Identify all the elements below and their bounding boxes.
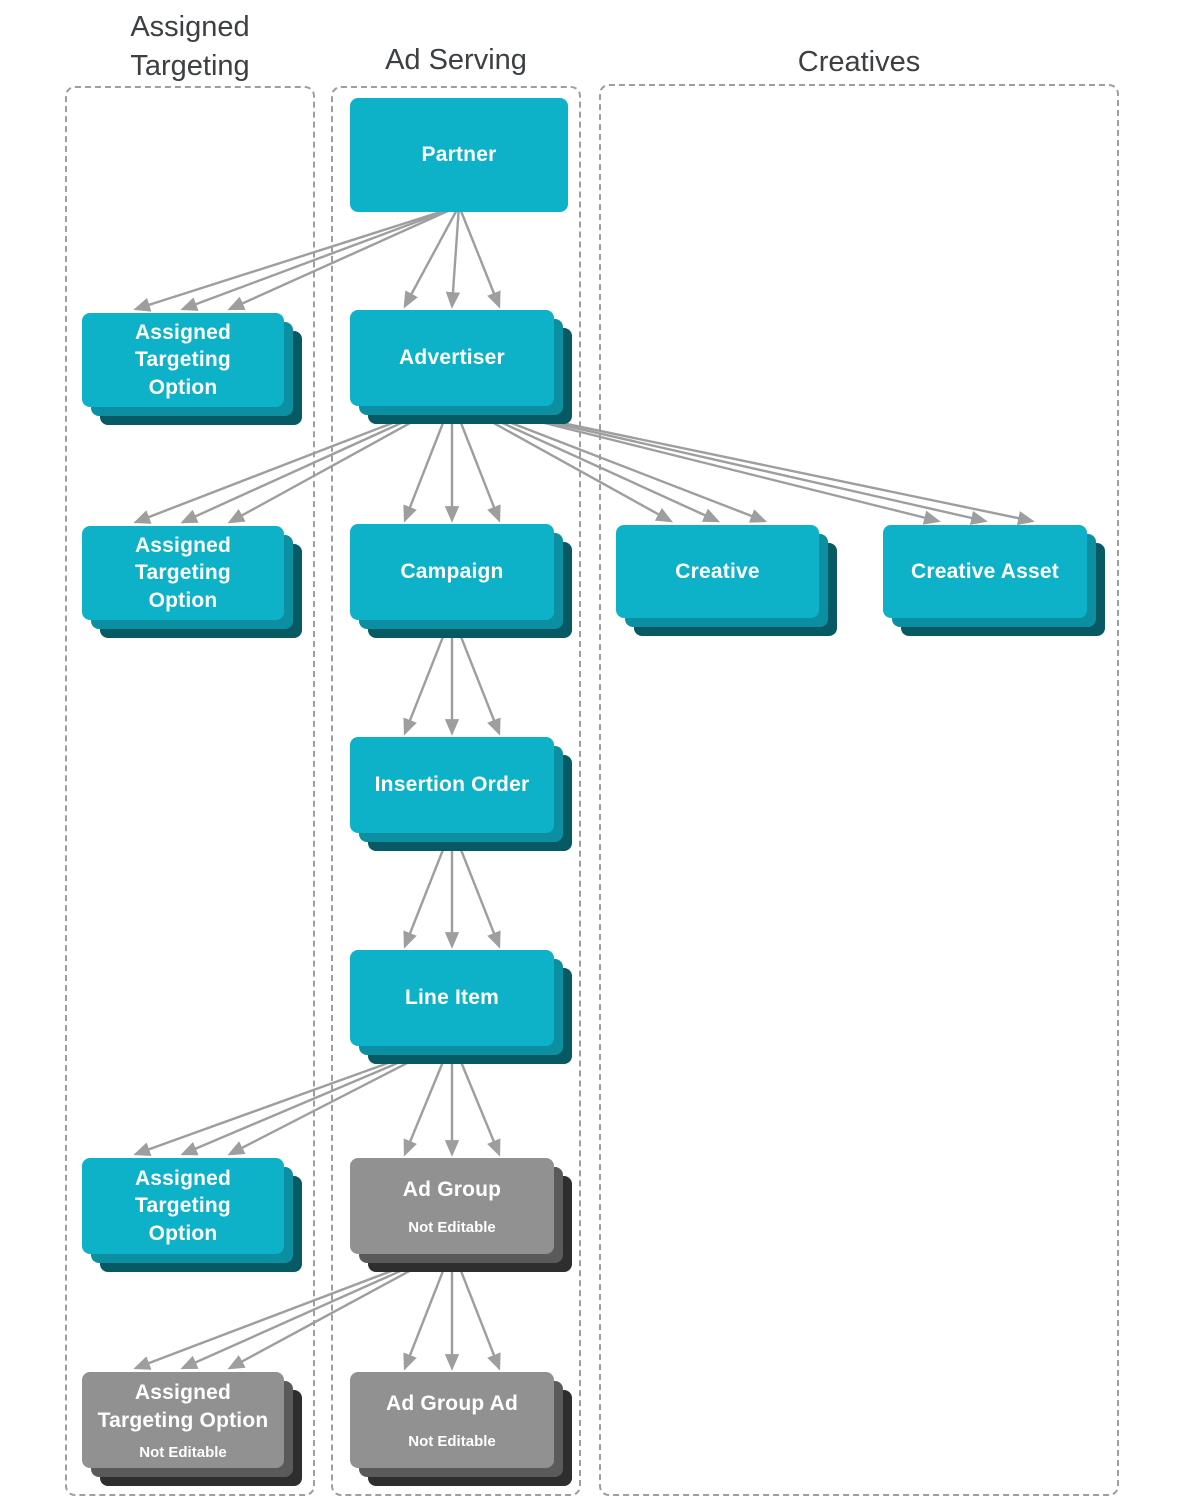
node-label: Insertion Order [374,773,530,797]
node-ad-group-ad: Ad Group Ad Not Editable [350,1372,572,1486]
node-ad-group: Ad Group Not Editable [350,1158,572,1272]
node-face: Creative Asset [883,525,1087,618]
node-label: Partner [421,143,497,167]
node-advertiser: Advertiser [350,310,572,424]
node-face: Line Item [350,950,554,1046]
ad-serving-container [331,86,581,1496]
node-label: Line Item [405,986,499,1010]
header-assigned-targeting: Assigned Targeting [130,11,250,82]
node-assigned-targeting-option-1: Assigned Targeting Option [82,313,302,425]
node-label: Assigned Targeting Option [134,1167,232,1245]
node-face: Campaign [350,524,554,620]
node-label: Ad Group Ad [385,1392,519,1416]
node-assigned-targeting-option-2: Assigned Targeting Option [82,526,302,638]
node-label: Campaign [400,560,504,584]
node-label: Creative [675,559,760,583]
node-assigned-targeting-option-3: Assigned Targeting Option [82,1158,302,1272]
node-face: Assigned Targeting Option [82,526,284,620]
node-face: Assigned Targeting Option Not Editable [82,1372,284,1468]
node-label: Assigned Targeting Option [97,1381,269,1432]
node-label: Creative Asset [911,559,1059,583]
header-ad-serving: Ad Serving [385,44,527,76]
node-sublabel: Not Editable [408,1218,496,1236]
node-face: Partner [350,98,568,212]
node-face: Ad Group Ad Not Editable [350,1372,554,1468]
node-partner: Partner [350,98,568,212]
node-insertion-order: Insertion Order [350,737,572,851]
node-label: Advertiser [399,346,505,370]
assigned-targeting-container [65,86,315,1496]
node-campaign: Campaign [350,524,572,638]
node-face: Insertion Order [350,737,554,833]
node-assigned-targeting-option-4: Assigned Targeting Option Not Editable [82,1372,302,1486]
node-line-item: Line Item [350,950,572,1064]
node-label: Assigned Targeting Option [134,321,232,399]
node-creative: Creative [616,525,837,636]
node-face: Assigned Targeting Option [82,1158,284,1254]
node-face: Advertiser [350,310,554,406]
node-creative-asset: Creative Asset [883,525,1105,636]
node-face: Creative [616,525,819,618]
node-face: Ad Group Not Editable [350,1158,554,1254]
node-label: Ad Group [402,1178,502,1202]
node-face: Assigned Targeting Option [82,313,284,407]
node-sublabel: Not Editable [139,1443,227,1461]
node-sublabel: Not Editable [408,1432,496,1450]
node-label: Assigned Targeting Option [134,534,232,612]
header-creatives: Creatives [797,46,921,78]
creatives-container [599,84,1119,1496]
